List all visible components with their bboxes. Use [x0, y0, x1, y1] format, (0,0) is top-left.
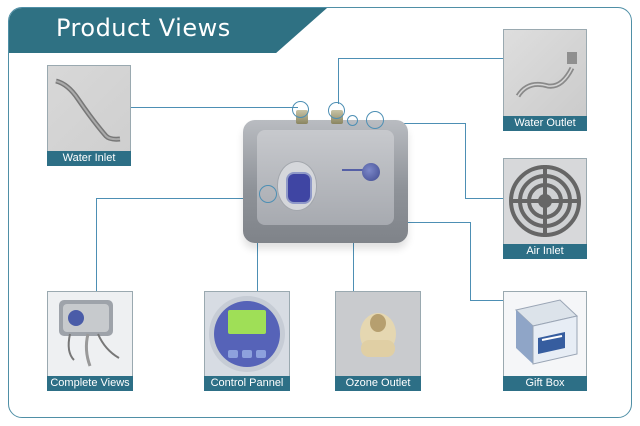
- connector-gift-box-h2: [470, 300, 503, 301]
- highlight-control: [259, 185, 277, 203]
- connector-air-inlet-v: [465, 123, 466, 198]
- gift-box-thumbnail: [503, 291, 587, 377]
- connector-complete-views-h: [96, 198, 263, 199]
- display-screen: [286, 172, 312, 204]
- air-inlet-thumbnail: [503, 158, 587, 246]
- air-inlet-caption: Air Inlet: [503, 244, 587, 259]
- connector-water-outlet-v: [338, 58, 339, 104]
- highlight-water-inlet: [292, 101, 309, 118]
- control-pannel-thumbnail: [204, 291, 290, 377]
- water-inlet-caption: Water Inlet: [47, 151, 131, 166]
- control-pannel-caption: Control Pannel: [204, 376, 290, 391]
- page-title: Product Views: [56, 14, 231, 42]
- connector-air-inlet-h1: [380, 123, 465, 124]
- highlight-ozone: [347, 115, 358, 126]
- brand-logo-icon: [362, 163, 380, 181]
- ozone-outlet-thumbnail: [335, 291, 421, 377]
- control-ring: [277, 161, 317, 211]
- brand-text-mark: [342, 169, 364, 171]
- ozone-outlet-caption: Ozone Outlet: [335, 376, 421, 391]
- fan-grille-icon: [509, 165, 581, 237]
- product-front-panel: [257, 130, 394, 225]
- product-unit-image: [243, 110, 408, 243]
- gift-box-caption: Gift Box: [503, 376, 587, 391]
- faucet-pipe-icon: [515, 52, 577, 98]
- connector-gift-box-v: [470, 222, 471, 300]
- complete-unit-icon: [59, 300, 120, 367]
- water-outlet-thumbnail: [503, 29, 587, 118]
- connector-air-inlet-h2: [465, 198, 503, 199]
- control-panel-icon: [209, 296, 285, 372]
- connector-water-inlet-h: [131, 107, 298, 108]
- nozzle-icon: [360, 313, 396, 357]
- connector-control-v: [257, 228, 258, 291]
- connector-gift-box-h1: [398, 222, 470, 223]
- connector-complete-views-v: [96, 198, 97, 291]
- header-band: [9, 8, 327, 53]
- hose-icon: [55, 78, 121, 142]
- highlight-water-outlet: [328, 102, 345, 119]
- connector-water-outlet-h: [338, 58, 503, 59]
- water-inlet-thumbnail: [47, 65, 131, 153]
- water-outlet-caption: Water Outlet: [503, 116, 587, 131]
- gift-box-icon: [514, 299, 579, 365]
- complete-views-thumbnail: [47, 291, 133, 378]
- complete-views-caption: Complete Views: [47, 376, 133, 391]
- highlight-air-inlet: [366, 111, 384, 129]
